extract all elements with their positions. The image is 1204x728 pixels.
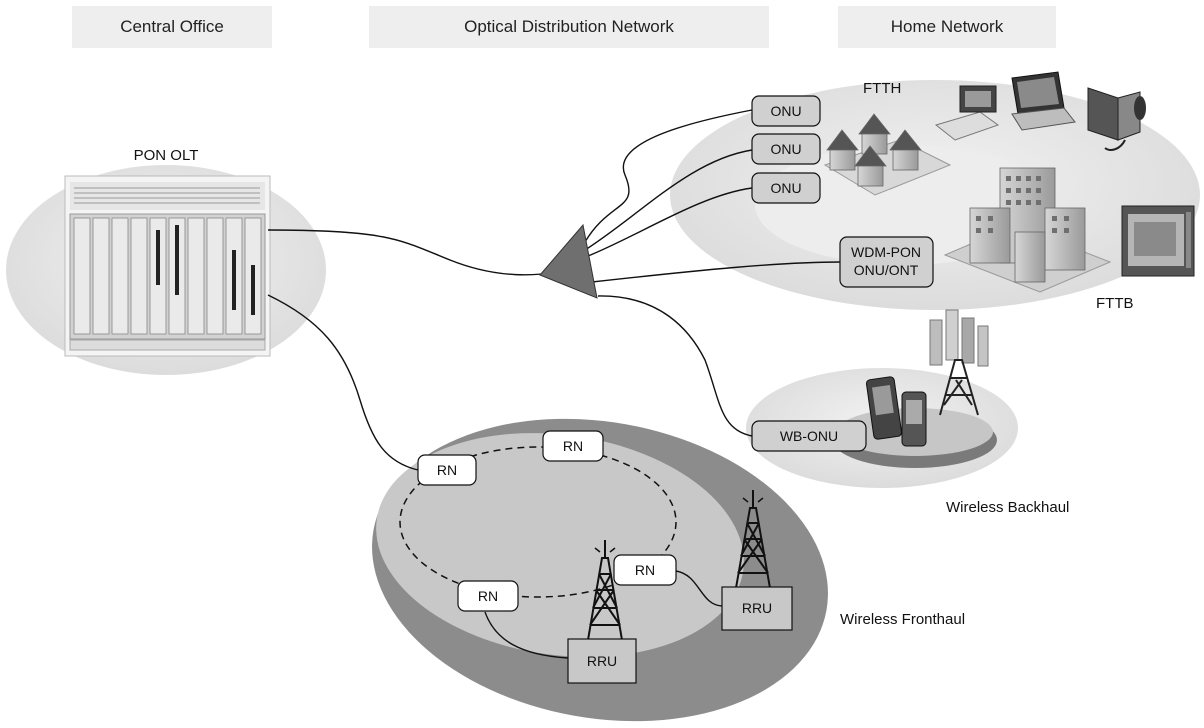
onu-node-2: ONU [751,133,821,165]
optical-splitter [539,223,598,299]
rn-node-right-label: RN [635,562,655,578]
fiber-links [267,109,841,659]
fiber-olt-to-splitter [267,229,556,276]
rn-ring [399,446,677,598]
backhaul-antenna-tower-icon [929,309,989,416]
mobile-handsets-icon [865,376,927,447]
phone-device-icon [934,85,1000,141]
wb-onu-node: WB-ONU [751,420,867,452]
rru-node-right: RRU [721,586,793,631]
rru-node-right-label: RRU [742,600,772,616]
wdm-node-line1: WDM-PON [851,244,921,260]
wdm-node-line2: ONU/ONT [854,262,919,278]
header-odn-label: Optical Distribution Network [464,17,674,36]
rn-node-left: RN [417,454,477,486]
fiber-splitter-to-onu1 [584,109,753,243]
monitor-device-icon [1121,205,1195,277]
fttb-buildings-icon [943,167,1112,293]
link-rn-to-rru-left [484,611,569,659]
wireless-fronthaul-label: Wireless Fronthaul [840,611,965,628]
pon-olt-rack-icon [64,175,271,357]
onu-node-3-label: ONU [770,180,801,196]
header-home-network-label: Home Network [890,17,1004,36]
rn-node-bottom-label: RN [478,588,498,604]
fttb-label: FTTB [1096,295,1134,312]
onu-node-1-label: ONU [770,103,801,119]
fronthaul-tower-right-icon [735,490,771,589]
header-home-network: Home Network [838,6,1056,48]
pon-olt-label: PON OLT [134,147,199,164]
rn-node-top-label: RN [563,438,583,454]
onu-node-1: ONU [751,95,821,127]
wireless-backhaul-label: Wireless Backhaul [946,499,1069,516]
onu-node-3: ONU [751,172,821,204]
header-central-office-label: Central Office [120,17,224,36]
fiber-splitter-to-onu2 [584,149,753,251]
ftth-label: FTTH [863,80,901,97]
header-central-office: Central Office [72,6,272,48]
fronthaul-tower-left-icon [587,540,623,641]
fiber-splitter-to-wdm [591,261,841,283]
speaker-projector-icon [1087,87,1146,151]
wb-onu-label: WB-ONU [780,428,838,444]
rru-node-left: RRU [567,638,637,684]
fiber-olt-to-rn [267,294,419,471]
laptop-device-icon [1011,71,1076,131]
rn-node-bottom: RN [457,580,519,612]
fiber-splitter-to-wbonu [597,295,753,437]
header-optical-distribution-network: Optical Distribution Network [369,6,769,48]
rn-node-left-label: RN [437,462,457,478]
rn-node-right: RN [613,554,677,586]
rn-node-top: RN [542,430,604,462]
fiber-splitter-to-onu3 [587,187,753,257]
ftth-houses-icon [823,113,952,196]
onu-node-2-label: ONU [770,141,801,157]
wdm-pon-onu-ont-node: WDM-PON ONU/ONT [839,236,934,288]
rru-node-left-label: RRU [587,653,617,669]
link-rn-to-rru-right [675,570,723,607]
